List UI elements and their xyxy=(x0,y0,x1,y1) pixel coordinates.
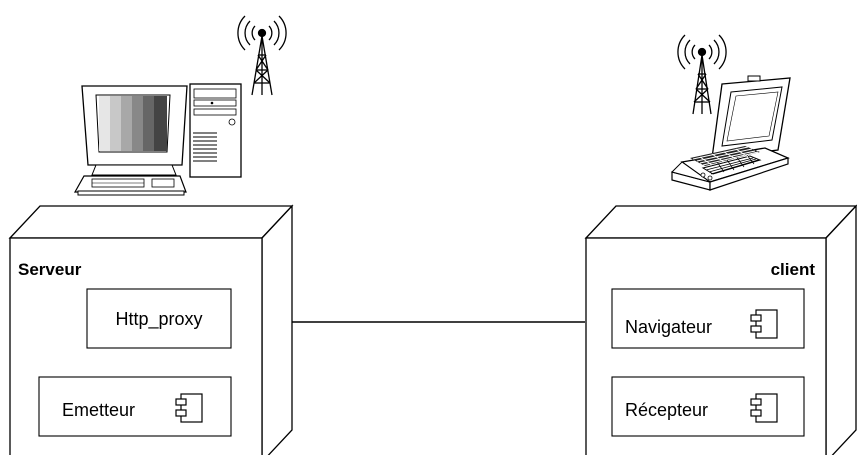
component-icon xyxy=(750,393,778,423)
client-laptop-icon xyxy=(671,75,791,191)
component-icon xyxy=(750,309,778,339)
emetteur-component[interactable]: Emetteur xyxy=(38,376,232,437)
navigateur-component[interactable]: Navigateur xyxy=(611,288,805,349)
client-node: client Navigateur Récepteur xyxy=(584,204,857,455)
client-antenna-icon xyxy=(677,34,727,115)
server-antenna-icon xyxy=(237,15,287,96)
http-proxy-component[interactable]: Http_proxy xyxy=(86,288,232,349)
server-workstation-icon xyxy=(73,83,242,196)
component-label: Récepteur xyxy=(625,400,708,420)
component-label: Emetteur xyxy=(62,400,135,420)
server-node-title: Serveur xyxy=(18,260,82,279)
component-label: Navigateur xyxy=(625,317,712,337)
component-icon xyxy=(175,393,203,423)
server-node: Serveur Http_proxy Emetteur xyxy=(8,204,294,455)
recepteur-component[interactable]: Récepteur xyxy=(611,376,805,437)
client-node-title: client xyxy=(771,260,816,279)
component-label: Http_proxy xyxy=(115,309,202,330)
